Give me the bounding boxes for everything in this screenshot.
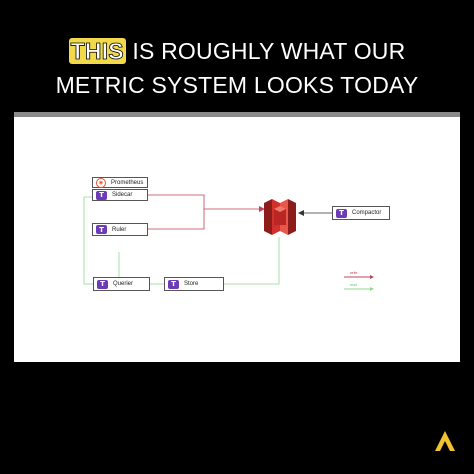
querier-label: Querier — [113, 281, 134, 287]
legend-write-label: write — [350, 271, 357, 275]
thanos-icon: T — [97, 279, 108, 289]
thanos-icon: T — [96, 190, 107, 200]
prometheus-label: Prometheus — [111, 179, 144, 186]
thanos-icon: T — [336, 208, 347, 218]
prometheus-node: ◉ Prometheus — [92, 177, 148, 188]
querier-node: T Querier — [93, 277, 150, 291]
headline-line-1: THIS IS ROUGHLY WHAT OUR — [0, 34, 474, 68]
thanos-icon: T — [96, 225, 107, 234]
architecture-slide: write read ◉ Prometheus T Sidecar T Rule… — [14, 112, 460, 362]
read-line-store-bucket — [224, 237, 280, 285]
s3-bucket-icon — [264, 199, 296, 235]
legend-read-label: read — [350, 283, 357, 287]
ruler-node: T Ruler — [92, 223, 148, 236]
read-line-querier-sidecar — [83, 196, 93, 285]
prometheus-icon: ◉ — [96, 177, 106, 188]
sidecar-label: Sidecar — [112, 192, 133, 198]
legend-read-arrow — [370, 287, 374, 291]
write-line-sidecar — [148, 194, 259, 210]
headline: THIS IS ROUGHLY WHAT OUR METRIC SYSTEM L… — [0, 34, 474, 102]
thanos-icon: T — [168, 279, 179, 289]
compactor-arrowhead — [298, 210, 304, 216]
write-line-ruler — [148, 209, 205, 230]
brand-logo-icon — [435, 431, 455, 451]
write-arrowhead — [259, 206, 265, 212]
store-label: Store — [184, 281, 199, 287]
compactor-label: Compactor — [352, 210, 382, 216]
legend-write-arrow — [370, 275, 374, 279]
headline-highlight: THIS — [68, 38, 126, 64]
store-node: T Store — [164, 277, 224, 291]
ruler-label: Ruler — [112, 226, 127, 233]
headline-line-1-rest: IS ROUGHLY WHAT OUR — [125, 38, 406, 64]
compactor-node: T Compactor — [332, 206, 390, 220]
connection-lines: write read — [83, 194, 374, 291]
headline-line-2: METRIC SYSTEM LOOKS TODAY — [55, 72, 419, 98]
sidecar-node: T Sidecar — [92, 189, 148, 201]
